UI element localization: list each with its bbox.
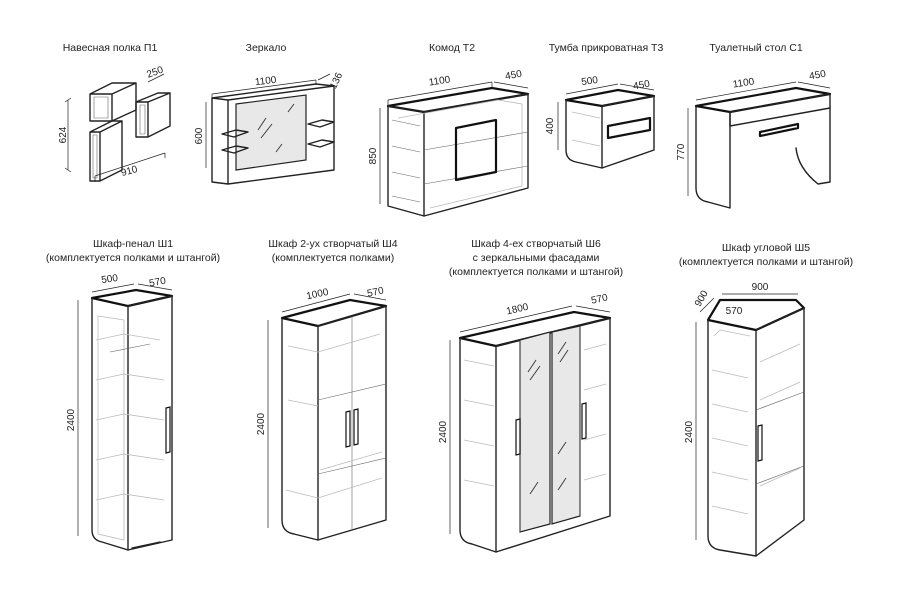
item-nightstand-t3: Тумба прикроватная Т3 400 500 450 [545, 42, 664, 169]
corner-wardrobe-title: Шкаф угловой Ш5 [722, 242, 810, 254]
wardrobe-2door-depth: 570 [366, 285, 385, 299]
item-dresser-t2: Комод Т2 850 1100 450 [368, 42, 530, 217]
pencil-case-depth: 570 [148, 276, 167, 290]
nightstand-depth: 450 [632, 79, 651, 93]
mirror-width: 1100 [254, 75, 277, 89]
pencil-case-width: 500 [101, 273, 119, 286]
corner-wardrobe-note: (комплектуется полками и штангой) [679, 256, 853, 268]
pencil-case-height: 2400 [66, 408, 77, 431]
vanity-width: 1100 [732, 76, 755, 90]
item-wall-shelf-p1: Навесная полка П1 624 910 250 [58, 42, 171, 182]
wardrobe-4door-title: Шкаф 4-ех створчатый Ш6 [471, 238, 601, 250]
corner-wardrobe-height: 2400 [684, 420, 695, 443]
wall-shelf-width: 910 [120, 164, 139, 179]
wardrobe-4door-note2: (комплектуется полками и штангой) [449, 266, 623, 278]
nightstand-height: 400 [545, 117, 556, 134]
corner-wardrobe-depth: 570 [726, 306, 743, 317]
wardrobe-2door-height: 2400 [256, 412, 267, 435]
item-wardrobe-sh6: Шкаф 4-ех створчатый Ш6 с зеркальными фа… [438, 238, 623, 553]
item-wardrobe-sh4: Шкаф 2-ух створчатый Ш4 (комплектуется п… [256, 238, 398, 541]
wardrobe-4door-depth: 570 [590, 292, 609, 306]
wall-shelf-title: Навесная полка П1 [63, 42, 158, 54]
item-mirror: Зеркало 1100 136 600 [194, 42, 345, 185]
vanity-depth: 450 [808, 69, 827, 83]
wardrobe-4door-note: с зеркальными фасадами [473, 252, 600, 264]
vanity-height: 770 [676, 143, 687, 160]
pencil-case-note: (комплектуется полками и штангой) [46, 252, 220, 264]
wardrobe-2door-width: 1000 [305, 287, 329, 302]
dresser-title: Комод Т2 [429, 42, 475, 54]
mirror-height: 600 [194, 127, 205, 144]
dresser-height: 850 [368, 147, 379, 164]
wardrobe-2door-title: Шкаф 2-ух створчатый Ш4 [268, 238, 397, 250]
wardrobe-2door-note: (комплектуется полками) [272, 252, 394, 264]
item-vanity-c1: Туалетный стол С1 770 1100 450 [676, 42, 832, 209]
pencil-case-title: Шкаф-пенал Ш1 [93, 238, 173, 250]
mirror-title: Зеркало [246, 42, 287, 54]
item-corner-wardrobe-sh5: Шкаф угловой Ш5 (комплектуется полками и… [679, 242, 853, 557]
item-pencil-case-sh1: Шкаф-пенал Ш1 (комплектуется полками и ш… [46, 238, 220, 551]
corner-wardrobe-width-side: 900 [693, 288, 711, 308]
dresser-width: 1100 [428, 74, 451, 88]
wardrobe-4door-width: 1800 [505, 302, 530, 318]
dresser-depth: 450 [504, 69, 523, 83]
wall-shelf-depth: 250 [145, 64, 165, 80]
vanity-title: Туалетный стол С1 [709, 42, 803, 54]
corner-wardrobe-width: 900 [752, 282, 769, 293]
wardrobe-4door-height: 2400 [438, 420, 449, 443]
nightstand-title: Тумба прикроватная Т3 [549, 42, 664, 54]
nightstand-width: 500 [581, 75, 599, 88]
mirror-depth: 136 [328, 71, 345, 91]
wall-shelf-height: 624 [58, 126, 69, 143]
